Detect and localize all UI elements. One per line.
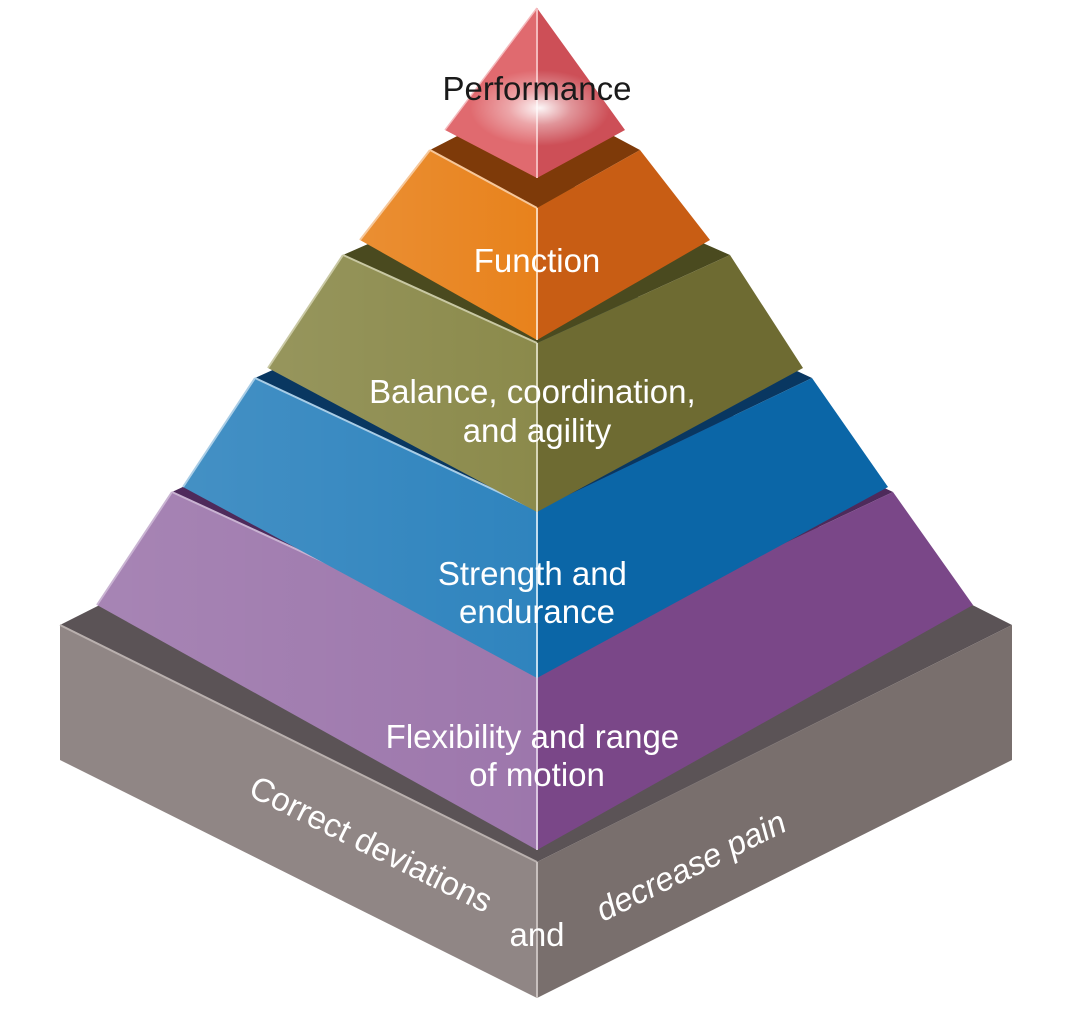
- sparkle-highlight: [470, 70, 610, 146]
- base-right-face: [537, 625, 1012, 998]
- label-balance: Balance, coordination, and agility: [369, 373, 705, 449]
- label-performance: Performance: [443, 70, 632, 107]
- balance-right-face: [537, 255, 803, 512]
- label-flexibility: Flexibility and range of motion: [386, 718, 689, 793]
- strength-right-face: [537, 378, 888, 678]
- function-right-face: [537, 150, 710, 340]
- level-balance: [267, 170, 803, 512]
- level-performance: [444, 7, 625, 178]
- label-function: Function: [474, 242, 601, 279]
- label-strength: Strength and endurance: [438, 555, 636, 630]
- base-label-center: and: [509, 916, 564, 953]
- flexibility-right-face: [537, 492, 973, 850]
- base-left-face: [60, 625, 537, 998]
